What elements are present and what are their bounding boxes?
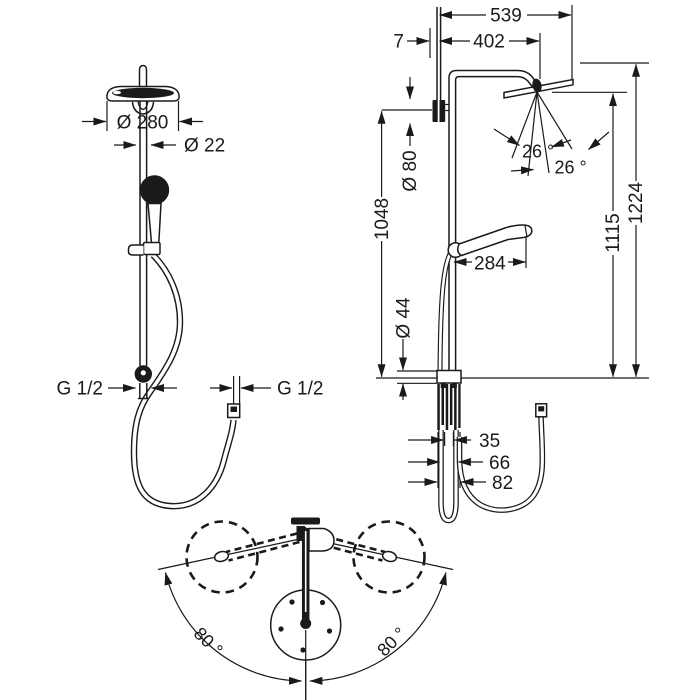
top-bracket: [296, 526, 305, 541]
top-view: 80 ° 80 °: [157, 517, 454, 700]
dim-hose-thread: G 1/2: [277, 379, 323, 400]
front-head-stem: [138, 64, 148, 86]
top-swivel-circle-right: [352, 520, 426, 594]
dim-arm-reach-total: 539: [490, 6, 522, 27]
dim-handshower-reach: 284: [474, 254, 506, 275]
dim-wall-offset: 7: [393, 32, 404, 53]
side-view: 539 402 7 Ø 80 1048 1115 1224 26 ° 26 °: [372, 5, 649, 524]
top-pivot-housing: [308, 527, 335, 552]
dim-total-height: 1224: [626, 181, 647, 224]
front-dimensions: Ø 280 Ø 22 G 1/2 G 1/2: [57, 113, 324, 400]
side-lower-fitting: [436, 369, 462, 384]
dim-offset-66: 66: [489, 453, 510, 474]
top-arm-tip-left: [213, 550, 230, 563]
top-wall-bar: [291, 517, 320, 525]
dim-spray-angle-lower: 26 °: [555, 158, 587, 178]
front-view: Ø 280 Ø 22 G 1/2 G 1/2: [57, 64, 324, 510]
front-holder-hook: [127, 244, 144, 256]
dim-offset-82: 82: [492, 473, 513, 494]
front-head-joint: [131, 101, 155, 115]
dim-pipe-diameter: Ø 22: [184, 136, 225, 157]
side-handshower: [456, 224, 533, 257]
dim-swivel-angle-right: 80 °: [373, 623, 410, 660]
spray-lines: [511, 91, 573, 177]
side-fitting-hatch: [437, 384, 461, 430]
top-swivel-circle-left: [185, 520, 259, 594]
front-handshower-head: [139, 175, 170, 205]
dim-bar-length: 1048: [372, 198, 393, 240]
side-hose-u-loop: [438, 430, 459, 524]
dim-spray-height: 1115: [603, 213, 624, 252]
dim-arm-reach-center: 402: [473, 32, 505, 53]
dim-lower-escutcheon-diameter: Ø 44: [394, 297, 415, 339]
dim-spray-angle-upper: 26 °: [522, 142, 554, 162]
top-arm-tip-right: [381, 550, 398, 563]
side-head-pivot: [532, 78, 542, 93]
dim-inlet-thread: G 1/2: [57, 379, 103, 400]
side-dimensions: 539 402 7 Ø 80 1048 1115 1224 26 ° 26 °: [372, 6, 647, 495]
side-pipe-and-arm: [448, 69, 539, 371]
dim-head-diameter: Ø 280: [117, 113, 169, 134]
front-handshower-holder: [142, 241, 161, 256]
dim-offset-35: 35: [479, 431, 500, 452]
front-handshower-handle: [147, 202, 162, 244]
dim-escutcheon-diameter: Ø 80: [400, 150, 421, 191]
